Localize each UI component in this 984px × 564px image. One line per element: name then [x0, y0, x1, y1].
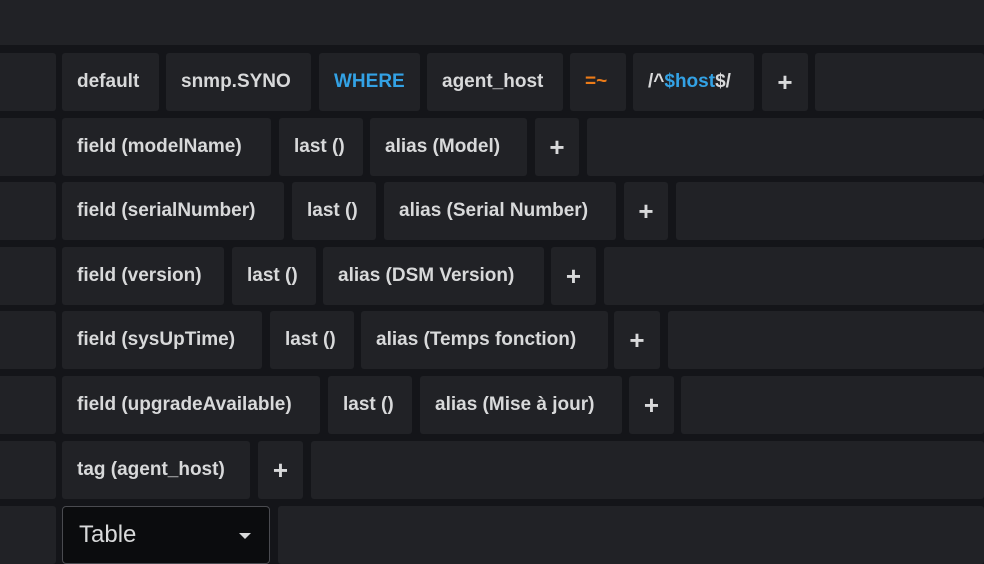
policy-segment[interactable]: default: [62, 53, 159, 111]
query-group-by-row: tag (agent_host) +: [0, 441, 984, 499]
selector-segment[interactable]: last (): [232, 247, 316, 305]
format-as-value: Table: [79, 521, 137, 548]
query-from-row: default snmp.SYNO WHERE agent_host =~ /^…: [0, 53, 984, 111]
selector-segment[interactable]: last (): [279, 118, 363, 176]
row-label-select: [0, 311, 56, 369]
tag-value-segment[interactable]: /^$host$/: [633, 53, 754, 111]
tag-value-suffix: $/: [715, 71, 731, 92]
row-filler: [815, 53, 984, 111]
row-filler: [604, 247, 984, 305]
chevron-down-icon: [239, 533, 251, 539]
row-filler: [676, 182, 984, 240]
panel-header-strip: [0, 0, 984, 45]
group-by-tag-segment[interactable]: tag (agent_host): [62, 441, 250, 499]
add-function-button[interactable]: +: [624, 182, 668, 240]
query-select-row: field (sysUpTime) last () alias (Temps f…: [0, 311, 984, 369]
alias-segment[interactable]: alias (Serial Number): [384, 182, 616, 240]
row-filler: [587, 118, 984, 176]
format-as-select[interactable]: Table: [62, 506, 270, 564]
add-function-button[interactable]: +: [551, 247, 596, 305]
tag-value-variable: $host: [664, 71, 716, 92]
alias-segment[interactable]: alias (Model): [370, 118, 527, 176]
row-label-select: [0, 376, 56, 434]
add-function-button[interactable]: +: [614, 311, 660, 369]
add-group-by-button[interactable]: +: [258, 441, 303, 499]
row-filler: [278, 506, 984, 564]
query-select-row: field (version) last () alias (DSM Versi…: [0, 247, 984, 305]
selector-segment[interactable]: last (): [292, 182, 376, 240]
selector-segment[interactable]: last (): [328, 376, 412, 434]
alias-segment[interactable]: alias (Mise à jour): [420, 376, 622, 434]
operator-segment[interactable]: =~: [570, 53, 626, 111]
row-label-format: [0, 506, 56, 564]
add-function-button[interactable]: +: [535, 118, 579, 176]
query-select-row: field (serialNumber) last () alias (Seri…: [0, 182, 984, 240]
add-function-button[interactable]: +: [629, 376, 674, 434]
where-keyword: WHERE: [319, 53, 420, 111]
add-condition-button[interactable]: +: [762, 53, 808, 111]
field-segment[interactable]: field (modelName): [62, 118, 271, 176]
measurement-segment[interactable]: snmp.SYNO: [166, 53, 311, 111]
tag-value-prefix: /^: [648, 71, 665, 92]
selector-segment[interactable]: last (): [270, 311, 354, 369]
row-label-select: [0, 118, 56, 176]
query-select-row: field (upgradeAvailable) last () alias (…: [0, 376, 984, 434]
tag-key-segment[interactable]: agent_host: [427, 53, 563, 111]
query-select-row: field (modelName) last () alias (Model) …: [0, 118, 984, 176]
alias-segment[interactable]: alias (Temps fonction): [361, 311, 608, 369]
row-filler: [311, 441, 984, 499]
row-label-from: [0, 53, 56, 111]
field-segment[interactable]: field (version): [62, 247, 224, 305]
field-segment[interactable]: field (serialNumber): [62, 182, 284, 240]
query-format-row: Table: [0, 506, 984, 564]
row-filler: [668, 311, 984, 369]
row-label-group-by: [0, 441, 56, 499]
alias-segment[interactable]: alias (DSM Version): [323, 247, 544, 305]
row-label-select: [0, 182, 56, 240]
field-segment[interactable]: field (sysUpTime): [62, 311, 262, 369]
row-label-select: [0, 247, 56, 305]
field-segment[interactable]: field (upgradeAvailable): [62, 376, 320, 434]
row-filler: [681, 376, 984, 434]
